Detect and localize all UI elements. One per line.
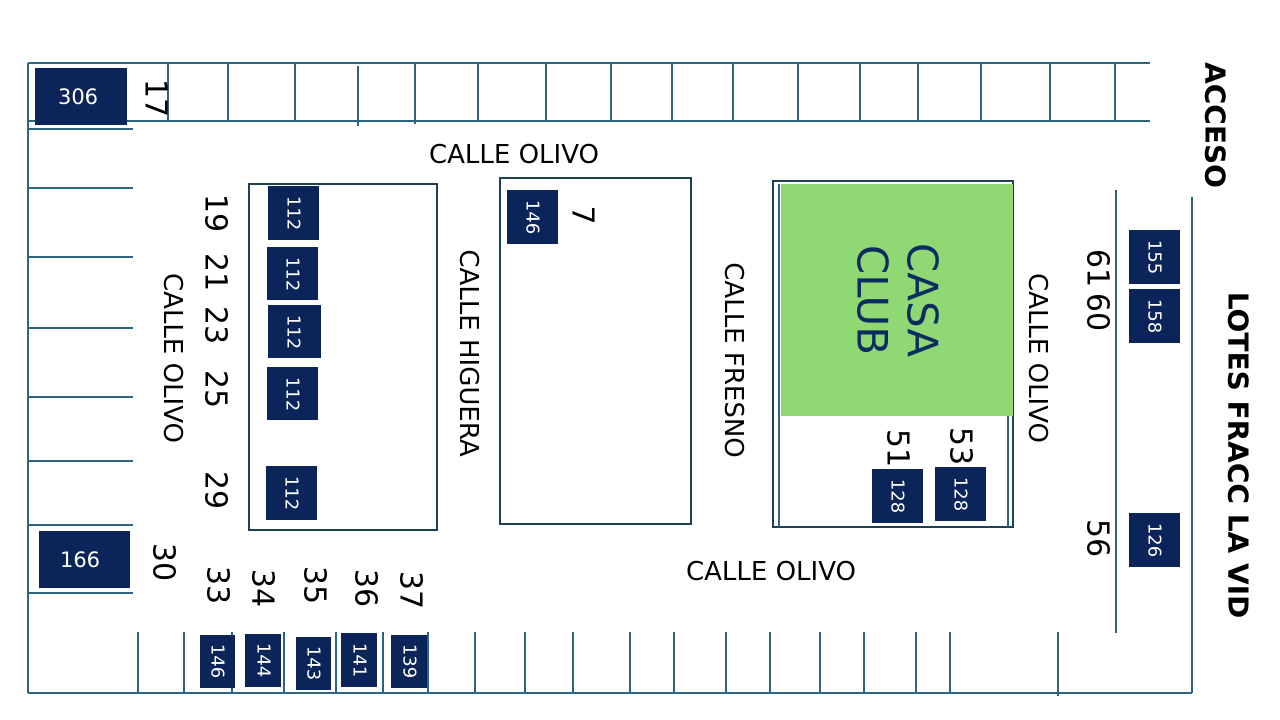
lot-number: 19 [198, 194, 233, 232]
lot-number: 51 [880, 429, 915, 467]
street-label-left: CALLE OLIVO [157, 273, 187, 443]
svg-text:126: 126 [1144, 523, 1165, 557]
lot-badge[interactable]: 112 [268, 186, 319, 240]
svg-text:128: 128 [887, 479, 908, 513]
lot-badge[interactable]: 166 [39, 531, 130, 588]
street-label-bottom: CALLE OLIVO [686, 557, 856, 587]
svg-text:141: 141 [349, 643, 370, 677]
block-higuera [248, 183, 438, 531]
lot-number: 60 [1080, 293, 1115, 331]
svg-text:112: 112 [283, 196, 304, 230]
svg-text:146: 146 [522, 200, 543, 234]
svg-text:112: 112 [283, 315, 304, 349]
lot-number: 7 [565, 205, 600, 224]
neighbor-lots-label: LOTES FRACC LA VID [1222, 292, 1255, 619]
lot-badge[interactable]: 144 [245, 634, 281, 687]
svg-text:146: 146 [207, 644, 228, 678]
svg-text:143: 143 [303, 646, 324, 680]
lot-number: 53 [943, 427, 978, 465]
street-label-higuera: CALLE HIGUERA [453, 249, 483, 456]
lot-number: 35 [297, 566, 332, 604]
street-label-fresno: CALLE FRESNO [718, 262, 748, 457]
street-label-right: CALLE OLIVO [1022, 273, 1052, 443]
lot-badge[interactable]: 155 [1129, 230, 1180, 284]
block-fresno [499, 177, 692, 525]
lot-badge[interactable]: 126 [1129, 513, 1180, 567]
svg-text:128: 128 [950, 477, 971, 511]
lot-badge[interactable]: 143 [296, 637, 331, 690]
lot-number: 36 [348, 569, 383, 607]
street-labels: CALLE OLIVO CALLE OLIVO CALLE HIGUERA CA… [157, 62, 1255, 618]
lot-number: 34 [245, 569, 280, 607]
svg-text:166: 166 [60, 548, 100, 572]
svg-text:112: 112 [282, 257, 303, 291]
svg-text:112: 112 [281, 476, 302, 510]
svg-text:139: 139 [399, 644, 420, 678]
lot-badge[interactable]: 146 [200, 635, 235, 688]
lot-badge[interactable]: 128 [872, 469, 923, 523]
lot-lines [27, 62, 1193, 696]
lot-number: 21 [198, 253, 233, 291]
lot-number: 30 [146, 543, 181, 581]
lot-badge[interactable]: 158 [1129, 289, 1180, 343]
lot-badge[interactable]: 112 [267, 247, 318, 300]
lot-number: 25 [198, 370, 233, 408]
clubhouse-area [781, 184, 1013, 416]
lot-badge[interactable]: 306 [35, 68, 127, 125]
lot-badge[interactable]: 139 [391, 635, 427, 688]
lot-number: 61 [1080, 249, 1115, 287]
lot-badges: 306 166 112 112 112 112 112 146 128 128 … [35, 68, 1180, 690]
lot-number: 29 [198, 471, 233, 509]
clubhouse-label-line2: CLUB [848, 245, 897, 355]
svg-text:155: 155 [1144, 240, 1165, 274]
svg-text:158: 158 [1144, 299, 1165, 333]
lot-badge[interactable]: 146 [507, 190, 558, 244]
lot-number: 33 [200, 566, 235, 604]
svg-text:306: 306 [58, 85, 98, 109]
lot-numbers: 17 19 21 23 25 29 7 30 33 34 35 36 37 51… [138, 79, 1115, 609]
lot-badge[interactable]: 141 [341, 633, 377, 687]
lot-number: 37 [393, 571, 428, 609]
svg-text:144: 144 [253, 643, 274, 677]
lot-badge[interactable]: 112 [266, 466, 317, 520]
lot-badge[interactable]: 112 [267, 367, 318, 420]
svg-text:112: 112 [282, 377, 303, 411]
lot-number: 17 [138, 79, 173, 117]
lot-number: 56 [1080, 519, 1115, 557]
lot-number: 23 [198, 306, 233, 344]
access-label: ACCESO [1199, 62, 1232, 188]
clubhouse-label-line1: CASA [898, 243, 947, 357]
street-label-top: CALLE OLIVO [429, 140, 599, 170]
lot-badge[interactable]: 128 [935, 467, 986, 521]
lot-badge[interactable]: 112 [268, 305, 321, 358]
